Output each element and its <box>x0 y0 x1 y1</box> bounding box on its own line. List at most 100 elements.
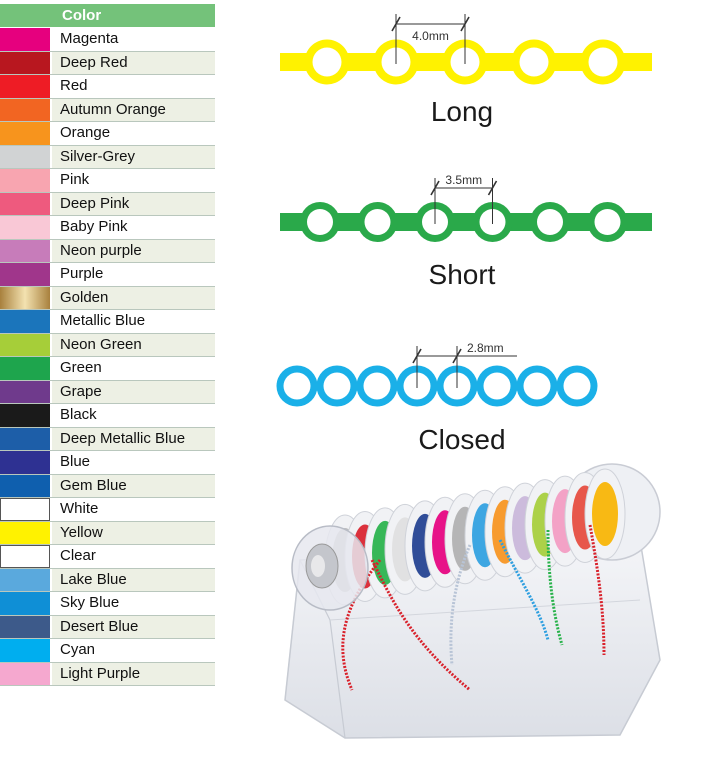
chain-ring-hole <box>519 47 549 77</box>
chain-label-short: Short <box>428 259 496 290</box>
color-name: Orange <box>52 122 215 145</box>
color-name: Green <box>52 357 215 380</box>
chain-ring-hole <box>537 209 563 235</box>
color-swatch <box>0 169 50 192</box>
chain-ring-hole <box>283 372 311 400</box>
color-swatch <box>0 310 50 333</box>
color-row: Magenta <box>0 28 215 52</box>
color-name: Magenta <box>52 28 215 51</box>
color-swatch <box>0 75 50 98</box>
color-row: Sky Blue <box>0 592 215 616</box>
color-name: Light Purple <box>52 662 215 685</box>
color-name: Purple <box>52 263 215 286</box>
color-name: Neon purple <box>52 239 215 262</box>
color-swatch <box>0 474 50 497</box>
dimension-label: 3.5mm <box>445 173 482 187</box>
color-row: Orange <box>0 122 215 146</box>
color-swatch <box>0 639 50 662</box>
color-name: Lake Blue <box>52 568 215 591</box>
color-row: Red <box>0 75 215 99</box>
color-row: Purple <box>0 263 215 287</box>
color-swatch <box>0 427 50 450</box>
color-row: Lake Blue <box>0 568 215 592</box>
dimension-marker: 3.5mm <box>430 173 498 224</box>
color-swatch <box>0 122 50 145</box>
color-row: White <box>0 498 215 522</box>
color-swatch <box>0 615 50 638</box>
color-name: Red <box>52 75 215 98</box>
color-row: Autumn Orange <box>0 98 215 122</box>
color-swatch <box>0 145 50 168</box>
color-swatch <box>0 592 50 615</box>
chain-thread <box>498 539 550 641</box>
chain-ring-hole <box>563 372 591 400</box>
color-swatch <box>0 263 50 286</box>
color-row: Deep Pink <box>0 192 215 216</box>
color-swatch <box>0 192 50 215</box>
color-swatch <box>0 216 50 239</box>
color-name: Silver-Grey <box>52 145 215 168</box>
color-row: Cyan <box>0 639 215 663</box>
chain-ring-hole <box>323 372 351 400</box>
color-swatch <box>0 404 50 427</box>
chain-ring-hole <box>307 209 333 235</box>
color-swatch <box>0 286 50 309</box>
color-name: Blue <box>52 451 215 474</box>
chain-short <box>280 202 652 242</box>
chain-ring-hole <box>483 372 511 400</box>
color-swatch <box>0 98 50 121</box>
chain-label-closed: Closed <box>418 424 506 455</box>
color-name: Sky Blue <box>52 592 215 615</box>
chain-ring-hole <box>594 209 621 235</box>
color-swatch <box>0 380 50 403</box>
color-row: Gem Blue <box>0 474 215 498</box>
color-row: Neon purple <box>0 239 215 263</box>
chain-ring-hole <box>363 372 391 400</box>
color-row: Metallic Blue <box>0 310 215 334</box>
color-row: Neon Green <box>0 333 215 357</box>
chain-thread <box>341 559 382 691</box>
color-name: Black <box>52 404 215 427</box>
color-swatch <box>0 568 50 591</box>
color-row: Light Purple <box>0 662 215 686</box>
color-name: Autumn Orange <box>52 98 215 121</box>
color-row: Grape <box>0 380 215 404</box>
chain-thread <box>588 524 606 656</box>
color-row: Blue <box>0 451 215 475</box>
color-name: Clear <box>52 545 215 568</box>
chain-label-long: Long <box>430 96 494 127</box>
color-row: Baby Pink <box>0 216 215 240</box>
color-swatch <box>0 662 50 685</box>
dimension-label: 2.8mm <box>467 341 504 355</box>
color-name: Yellow <box>52 521 215 544</box>
chain-ring-hole <box>312 47 342 77</box>
chain-ring-hole <box>523 372 551 400</box>
color-swatch <box>0 28 50 51</box>
color-swatch <box>0 545 50 568</box>
dimension-marker: 4.0mm <box>391 14 470 64</box>
color-swatch <box>0 498 50 521</box>
color-swatch <box>0 521 50 544</box>
color-name: Deep Pink <box>52 192 215 215</box>
chain-diagrams: 4.0mm 3.5mm 2.8mm <box>276 14 652 407</box>
color-row: Desert Blue <box>0 615 215 639</box>
color-name: Golden <box>52 286 215 309</box>
color-name: Grape <box>52 380 215 403</box>
color-name: Pink <box>52 169 215 192</box>
color-table-header: Color <box>0 4 215 28</box>
chain-ring-hole <box>364 209 391 235</box>
color-header-label: Color <box>62 7 102 24</box>
color-name: Gem Blue <box>52 474 215 497</box>
chain-ring-hole <box>588 47 618 77</box>
color-name: Neon Green <box>52 333 215 356</box>
color-name: Desert Blue <box>52 615 215 638</box>
color-name: Deep Metallic Blue <box>52 427 215 450</box>
color-name: Cyan <box>52 639 215 662</box>
chain-thread <box>370 559 471 692</box>
spool <box>584 468 626 560</box>
color-swatch <box>0 357 50 380</box>
color-row: Pink <box>0 169 215 193</box>
